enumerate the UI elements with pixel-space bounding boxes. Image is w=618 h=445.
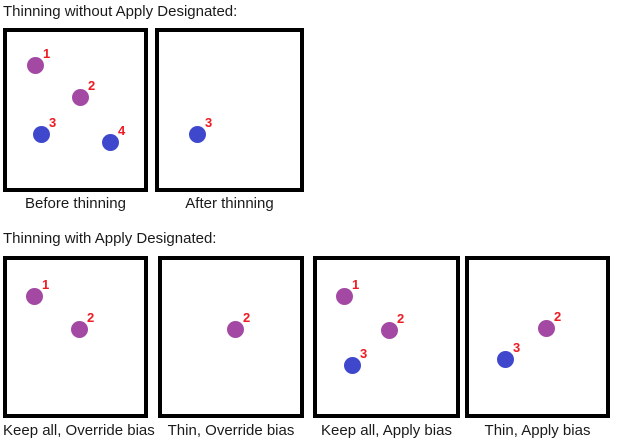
- data-point-1-label: 1: [352, 277, 360, 292]
- data-point-3-label: 3: [49, 115, 57, 130]
- panel-before-thinning: 1 2 3 4: [3, 28, 148, 192]
- data-point-2-label: 2: [554, 309, 562, 324]
- data-point-2-purple-dot: [380, 321, 398, 339]
- panel-thin-override-bias: 2: [158, 256, 304, 418]
- data-point-3-blue-dot: [343, 356, 361, 374]
- panel-keep-all-apply-bias: 1 2 3: [313, 256, 460, 418]
- caption-before-thinning: Before thinning: [25, 195, 126, 212]
- caption-keep-all-override-bias: Keep all, Override bias: [3, 422, 155, 439]
- data-point-1-purple-dot: [26, 56, 44, 74]
- data-point-4-label: 4: [118, 123, 126, 138]
- data-point-1-purple-dot: [25, 287, 43, 305]
- section-title-with-apply: Thinning with Apply Designated:: [3, 230, 217, 247]
- data-point-2-label: 2: [397, 311, 405, 326]
- data-point-2-purple-dot: [537, 319, 555, 337]
- data-point-1-label: 1: [42, 277, 50, 292]
- data-point-2-purple-dot: [226, 320, 244, 338]
- data-point-2-purple-dot: [71, 88, 89, 106]
- data-point-3-blue-dot: [32, 125, 50, 143]
- data-point-3-label: 3: [513, 340, 521, 355]
- data-point-1-label: 1: [43, 46, 51, 61]
- data-point-3-label: 3: [360, 346, 368, 361]
- data-point-3-label: 3: [205, 115, 213, 130]
- caption-after-thinning: After thinning: [185, 195, 274, 212]
- data-point-2-label: 2: [243, 310, 251, 325]
- data-point-1-purple-dot: [335, 287, 353, 305]
- data-point-2-label: 2: [88, 78, 96, 93]
- panel-after-thinning: 3: [155, 28, 304, 192]
- caption-keep-all-apply-bias: Keep all, Apply bias: [321, 422, 452, 439]
- data-point-4-blue-dot: [101, 133, 119, 151]
- caption-thin-apply-bias: Thin, Apply bias: [484, 422, 591, 439]
- section-title-without-apply: Thinning without Apply Designated:: [3, 3, 238, 20]
- caption-thin-override-bias: Thin, Override bias: [167, 422, 295, 439]
- data-point-2-purple-dot: [70, 320, 88, 338]
- data-point-3-blue-dot: [496, 350, 514, 368]
- data-point-2-label: 2: [87, 310, 95, 325]
- data-point-3-blue-dot: [188, 125, 206, 143]
